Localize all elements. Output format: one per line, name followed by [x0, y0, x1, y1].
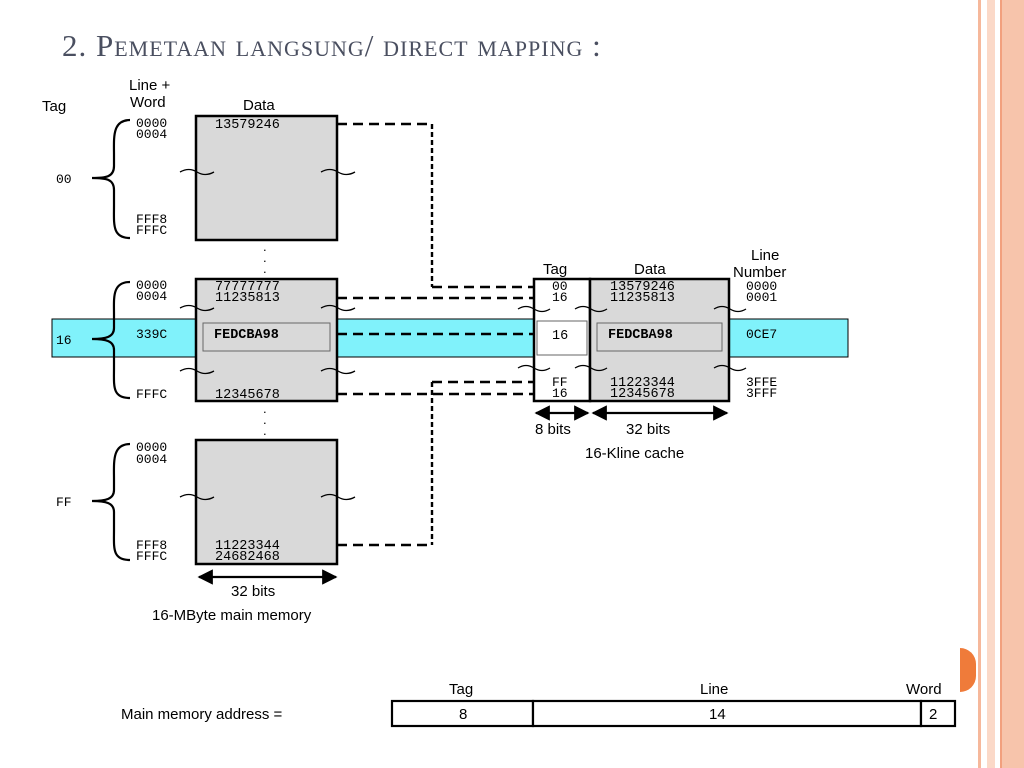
mm-addr-ff-0000: 0000 [136, 440, 167, 455]
cache-data-row-0ce7 [596, 322, 723, 352]
mm-addr-16-0000: 0000 [136, 278, 167, 293]
mm-addr-ff-fff8: FFF8 [136, 538, 167, 553]
cache-tag-0000: 00 [552, 279, 568, 294]
decor-stripe-right [1000, 0, 1024, 768]
cache-line-0ce7: 0CE7 [746, 327, 777, 342]
mm-break-tilde [179, 493, 215, 501]
cache-break-tilde [517, 364, 551, 372]
mm-ellipsis: . [263, 412, 267, 427]
mm-ellipsis: . [263, 239, 267, 254]
mm-addr-16-339c: 339C [136, 327, 167, 342]
cache-line-3ffe: 3FFE [746, 375, 777, 390]
addr-field-line [531, 699, 923, 728]
mm-addr-00-fff8: FFF8 [136, 212, 167, 227]
addr-field-line-name: Line [700, 681, 728, 698]
mm-brace-ff [91, 442, 131, 562]
mm-tag-00: 00 [56, 172, 72, 187]
cache-tag-width-label: 8 bits [535, 421, 571, 438]
mm-addr-16-0004: 0004 [136, 289, 167, 304]
cache-data-3fff: 12345678 [610, 387, 675, 402]
mm-addr-ff-fffc: FFFC [136, 549, 167, 564]
mm-width-label: 32 bits [231, 583, 275, 600]
cache-data-width-label: 32 bits [626, 421, 670, 438]
mm-break-tilde [179, 168, 215, 176]
mm-ellipsis: . [263, 250, 267, 265]
cache-header-tag: Tag [543, 261, 567, 278]
mm-break-tilde [179, 367, 215, 375]
cache-data-3ffe: 11223344 [610, 376, 675, 391]
cache-tag-3fff: 16 [552, 386, 568, 401]
mm-data-ff-fffc: 24682468 [215, 550, 280, 565]
cache-caption: 16-Kline cache [585, 445, 684, 462]
mm-data-16-339c: FEDCBA98 [214, 328, 279, 343]
mm-break-tilde [179, 304, 215, 312]
addr-field-tag [390, 699, 535, 728]
addr-field-tag-bits: 8 [459, 706, 467, 723]
mm-data-ff-fff8: 11223344 [215, 539, 280, 554]
mm-addr-ff-0004: 0004 [136, 452, 167, 467]
cache-header-data: Data [634, 261, 666, 278]
cache-line-0000: 0000 [746, 279, 777, 294]
cache-data-0ce7: FEDCBA98 [608, 328, 673, 343]
mm-data-16-0004: 11235813 [215, 291, 280, 306]
mm-addr-00-0000: 0000 [136, 116, 167, 131]
mm-tag-16: 16 [56, 333, 72, 348]
mm-header-tag: Tag [42, 98, 66, 115]
mm-ellipsis: . [263, 423, 267, 438]
addr-field-word [919, 699, 957, 728]
mm-brace-00 [91, 118, 131, 240]
addr-format-label: Main memory address = [121, 706, 283, 723]
accent-dot [960, 648, 976, 692]
mm-break-tilde [320, 168, 356, 176]
mm-brace-16 [91, 280, 131, 400]
mm-header-data: Data [243, 97, 275, 114]
mm-addr-16-fffc: FFFC [136, 387, 167, 402]
cache-tag-3ffe: FF [552, 375, 568, 390]
mm-data-16-0000: 77777777 [215, 280, 280, 295]
cache-header-line-2: Number [733, 264, 786, 281]
mm-ellipsis: . [263, 261, 267, 276]
mm-ellipsis: . [263, 401, 267, 416]
mm-block-ff [194, 438, 339, 566]
cache-break-tilde [574, 364, 608, 372]
cache-tag-0ce7: 16 [552, 329, 568, 344]
cache-tag-row-0ce7 [536, 320, 588, 356]
decor-stripe-middle [987, 0, 995, 768]
cache-break-tilde [574, 305, 608, 313]
cache-data-0001: 11235813 [610, 291, 675, 306]
cache-data-0000: 13579246 [610, 280, 675, 295]
mm-tag-ff: FF [56, 495, 72, 510]
mm-caption: 16-MByte main memory [152, 607, 312, 624]
cache-tag-0001: 16 [552, 290, 568, 305]
addr-field-word-name: Word [906, 681, 942, 698]
mm-header-lineword-2: Word [130, 94, 166, 111]
mm-addr-00-0004: 0004 [136, 127, 167, 142]
mm-block-00 [194, 114, 339, 242]
addr-field-tag-name: Tag [449, 681, 473, 698]
cache-break-tilde [713, 364, 747, 372]
cache-break-tilde [713, 305, 747, 313]
slide-title: 2. Pemetaan langsung/ direct mapping : [62, 28, 602, 63]
addr-field-line-bits: 14 [709, 706, 726, 723]
decor-stripe-left [978, 0, 981, 768]
mm-break-tilde [320, 493, 356, 501]
cache-header-line-1: Line [751, 247, 779, 264]
cache-break-tilde [517, 305, 551, 313]
cache-line-0001: 0001 [746, 290, 777, 305]
mm-break-tilde [320, 304, 356, 312]
mm-addr-00-fffc: FFFC [136, 223, 167, 238]
cache-line-3fff: 3FFF [746, 386, 777, 401]
mm-data-16-fffc: 12345678 [215, 388, 280, 403]
mm-row-339c [202, 322, 331, 352]
addr-field-word-bits: 2 [929, 706, 937, 723]
mm-break-tilde [320, 367, 356, 375]
mm-data-00-0000: 13579246 [215, 118, 280, 133]
mm-header-lineword-1: Line + [129, 77, 171, 94]
